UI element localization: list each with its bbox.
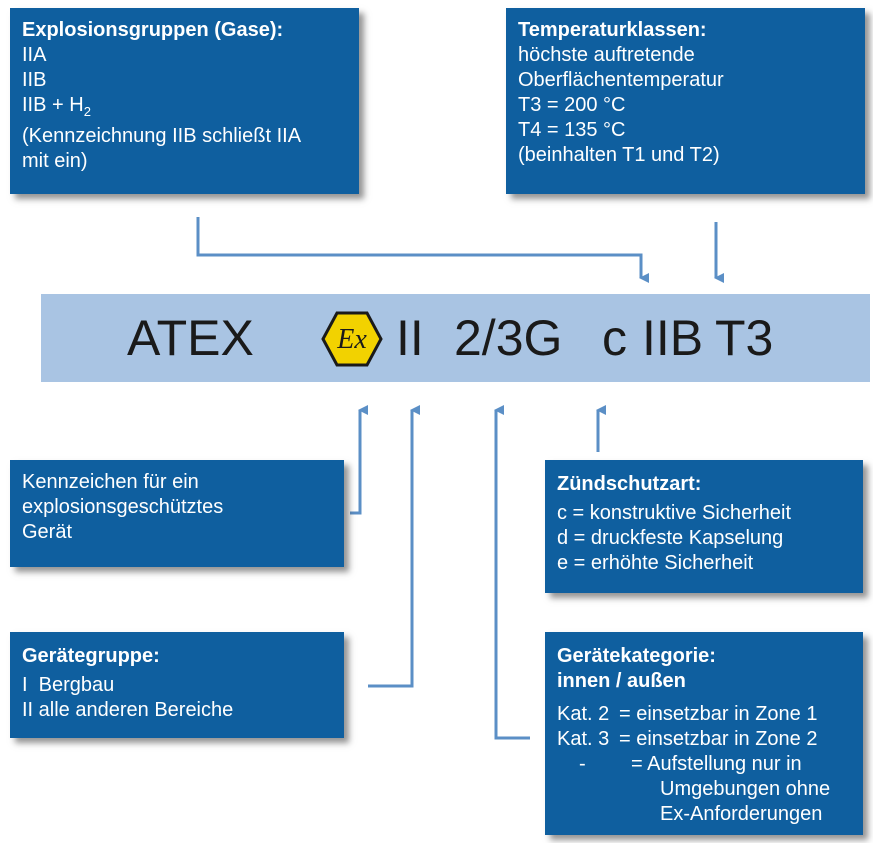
geraetegruppe-line-1: I Bergbau <box>22 674 115 696</box>
geraetekategorie-cont-2: Ex-Anforderungen <box>660 803 823 825</box>
category-text: 2/3G <box>454 310 563 366</box>
ex-symbol-text: Ex <box>336 324 367 355</box>
explosionsgruppen-iib: IIB <box>22 69 47 91</box>
zuendschutzart-box: Zündschutzart: c = konstruktive Sicherhe… <box>545 460 863 593</box>
temp-class-text: T3 <box>715 310 774 366</box>
zuendschutzart-e: e = erhöhte Sicherheit <box>557 552 754 574</box>
zuendschutzart-d: d = druckfeste Kapselung <box>557 527 784 549</box>
explosionsgruppen-box: Explosionsgruppen (Gase): IIA IIB IIB + … <box>10 8 359 194</box>
connector-geraetekategorie <box>494 405 530 740</box>
geraetekategorie-title-1: Gerätekategorie: <box>557 645 716 667</box>
geraetegruppe-title: Gerätegruppe: <box>22 645 160 667</box>
temperaturklassen-title: Temperaturklassen: <box>518 19 707 41</box>
kennzeichen-line-2: explosionsgeschütztes <box>22 496 224 518</box>
zuendschutzart-title: Zündschutzart: <box>557 473 702 495</box>
temperaturklassen-line-1: höchste auftretende <box>518 44 695 66</box>
kennzeichen-line-1: Kennzeichen für ein <box>22 471 199 493</box>
group-text: II <box>396 310 424 366</box>
geraetekategorie-row-1: Kat. 2= einsetzbar in Zone 1 <box>557 703 818 725</box>
geraetegruppe-line-2: II alle anderen Bereiche <box>22 699 234 721</box>
connector-kennzeichen <box>350 405 368 515</box>
geraetekategorie-cont-1: Umgebungen ohne <box>660 778 831 800</box>
explosionsgruppen-title: Explosionsgruppen (Gase): <box>22 19 284 41</box>
ex-hexagon-icon: Ex <box>321 311 383 367</box>
temperaturklassen-box: Temperaturklassen: höchste auftretende O… <box>506 8 865 194</box>
connector-geraetegruppe <box>368 405 420 688</box>
protection-text: c <box>602 310 627 366</box>
explosionsgruppen-note-1: (Kennzeichnung IIB schließt IIA <box>22 125 302 147</box>
subscript-2: 2 <box>83 104 91 119</box>
geraetekategorie-row-2: Kat. 3= einsetzbar in Zone 2 <box>557 728 818 750</box>
geraetekategorie-box: Gerätekategorie: innen / außen Kat. 2= e… <box>545 632 863 835</box>
temperaturklassen-t3: T3 = 200 °C <box>518 94 626 116</box>
temperaturklassen-line-2: Oberflächentemperatur <box>518 69 724 91</box>
geraetegruppe-box: Gerätegruppe: I Bergbau II alle anderen … <box>10 632 344 738</box>
explosionsgruppen-note-2: mit ein) <box>22 150 88 172</box>
explosionsgruppen-iib-h2: IIB + H2 <box>22 94 91 119</box>
geraetekategorie-title-2: innen / außen <box>557 670 686 692</box>
temperaturklassen-note: (beinhalten T1 und T2) <box>518 144 720 166</box>
gas-group-text: IIB <box>642 310 704 366</box>
explosionsgruppen-iia: IIA <box>22 44 47 66</box>
connector-explosionsgruppen <box>196 217 649 283</box>
kennzeichen-line-3: Gerät <box>22 521 73 543</box>
atex-label-bar: ATEX Ex II 2/3G c IIB T3 <box>41 294 870 382</box>
kennzeichen-box: Kennzeichen für ein explosionsgeschützte… <box>10 460 344 567</box>
geraetekategorie-row-3: -= Aufstellung nur in <box>579 753 802 775</box>
temperaturklassen-t4: T4 = 135 °C <box>518 119 626 141</box>
atex-text: ATEX <box>127 310 254 366</box>
zuendschutzart-c: c = konstruktive Sicherheit <box>557 502 791 524</box>
